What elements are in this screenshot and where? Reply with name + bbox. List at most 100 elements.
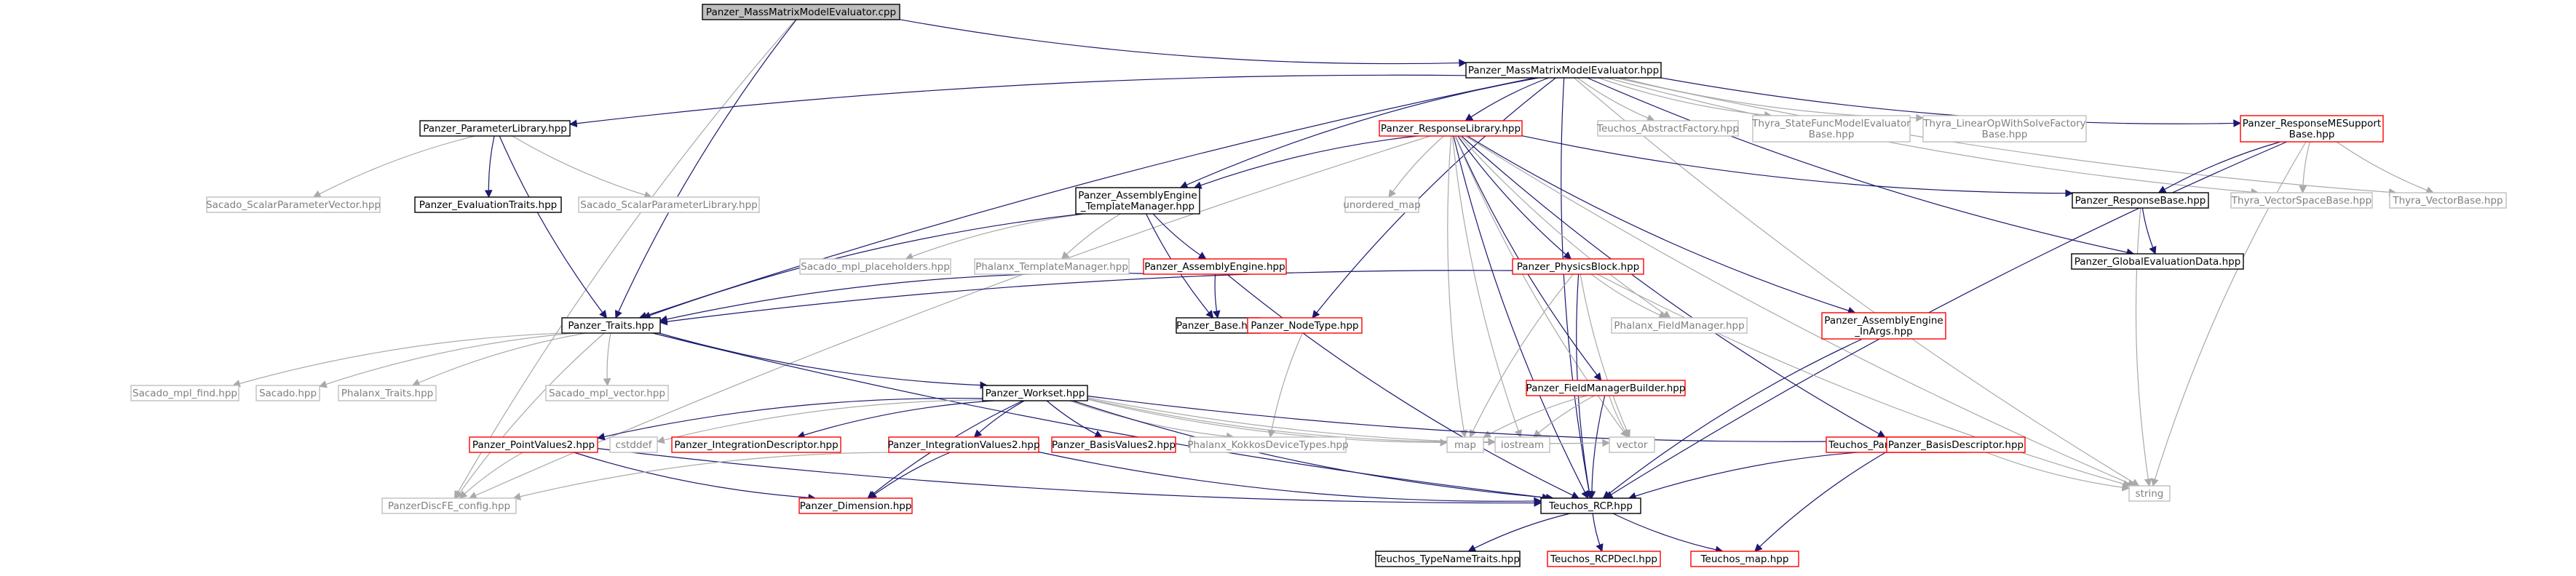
node-label-sacsvec: Sacado_ScalarParameterVector.hpp [206, 199, 381, 211]
edge-pv2-to-dim [574, 452, 817, 502]
node-basisdesc[interactable]: Panzer_BasisDescriptor.hpp [1886, 436, 2026, 453]
dependency-edges [232, 19, 2435, 554]
edge-resplib-to-rcp [1453, 135, 1589, 499]
node-sacslib: Sacado_ScalarParameterLibrary.hpp [578, 196, 760, 213]
node-bv2[interactable]: Panzer_BasisValues2.hpp [1051, 436, 1176, 453]
node-pb[interactable]: Panzer_PhysicsBlock.hpp [1512, 258, 1644, 275]
node-label-phtm: Phalanx_TemplateManager.hpp [975, 261, 1128, 273]
edge-pv2-to-discfe [459, 452, 523, 499]
node-base[interactable]: Panzer_Base.hpp [1176, 317, 1261, 334]
node-dim[interactable]: Panzer_Dimension.hpp [798, 497, 913, 514]
node-aeinargs[interactable]: Panzer_AssemblyEngine_InArgs.hpp [1821, 312, 1946, 340]
node-rcp[interactable]: Teuchos_RCP.hpp [1540, 497, 1641, 514]
node-box-thyralinop [1922, 115, 2087, 143]
node-pv2[interactable]: Panzer_PointValues2.hpp [469, 436, 598, 453]
node-evaltraits[interactable]: Panzer_EvaluationTraits.hpp [414, 196, 562, 213]
node-label-bv2: Panzer_BasisValues2.hpp [1052, 439, 1176, 451]
node-globeval[interactable]: Panzer_GlobalEvaluationData.hpp [2071, 253, 2244, 270]
node-box-iv2 [888, 436, 1039, 453]
node-box-string [2128, 485, 2171, 502]
edge-mmme-to-respme [1660, 77, 2242, 127]
edge-iv2-to-discfe [512, 452, 900, 500]
edge-mmme-to-thyravsb [1606, 77, 2259, 196]
node-nodetype[interactable]: Panzer_NodeType.hpp [1247, 317, 1363, 334]
node-label-sacado: Sacado.hpp [259, 388, 317, 399]
node-label-aetm: Panzer_AssemblyEngine [1078, 190, 1197, 201]
edge-workset-to-iostream [1087, 398, 1497, 447]
node-label-phfm: Phalanx_FieldManager.hpp [1614, 320, 1744, 332]
node-phtm: Phalanx_TemplateManager.hpp [974, 258, 1130, 275]
edge-mmme-to-thyrastate [1598, 77, 1772, 119]
node-box-absfact [1597, 120, 1739, 137]
edge-resplib-to-aeinargs [1467, 135, 1856, 315]
edge-traits-to-phtraits [411, 332, 586, 387]
edge-respme-to-string [2151, 141, 2307, 487]
node-label-thyravsb: Thyra_VectorSpaceBase.hpp [2231, 195, 2371, 207]
node-resplib[interactable]: Panzer_ResponseLibrary.hpp [1379, 120, 1523, 137]
node-aetm[interactable]: Panzer_AssemblyEngine_TemplateManager.hp… [1075, 187, 1200, 215]
node-vector: vector [1609, 436, 1655, 453]
edge-pv2-to-rcp [597, 448, 1542, 507]
node-box-umap [1344, 196, 1419, 213]
node-label-base: Panzer_Base.hpp [1176, 320, 1260, 332]
node-respbase[interactable]: Panzer_ResponseBase.hpp [2072, 192, 2209, 209]
edge-resplib-to-phfm [1459, 135, 1671, 319]
node-box-thyravb [2389, 192, 2507, 209]
edge-iv2-to-dim [868, 452, 951, 499]
node-traits[interactable]: Panzer_Traits.hpp [561, 317, 661, 334]
edge-root-to-discfe [453, 19, 796, 499]
node-paramlib[interactable]: Panzer_ParameterLibrary.hpp [419, 120, 571, 137]
dependency-nodes: Panzer_MassMatrixModelEvaluator.cppPanze… [130, 4, 2507, 567]
edge-mmme-to-absfact [1577, 77, 1655, 122]
node-label-aeinargs: _InArgs.hpp [1854, 326, 1912, 337]
node-label-sacslib: Sacado_ScalarParameterLibrary.hpp [580, 199, 757, 211]
node-workset[interactable]: Panzer_Workset.hpp [982, 385, 1088, 401]
node-label-thyravb: Thyra_VectorBase.hpp [2392, 195, 2502, 207]
edge-traits-to-mplvec [603, 332, 611, 387]
node-iv2[interactable]: Panzer_IntegrationValues2.hpp [887, 436, 1040, 453]
node-intdesc[interactable]: Panzer_IntegrationDescriptor.hpp [671, 436, 841, 453]
node-tmap[interactable]: Teuchos_map.hpp [1690, 551, 1799, 567]
edge-workset-to-map [1087, 399, 1448, 447]
node-label-pv2: Panzer_PointValues2.hpp [472, 439, 595, 451]
node-box-evaltraits [414, 196, 562, 213]
edge-pb-to-traits [659, 270, 1513, 326]
edge-rcp-to-rcpdecl [1592, 513, 1604, 553]
node-label-rcp: Teuchos_RCP.hpp [1548, 500, 1633, 512]
node-box-sacsvec [206, 196, 381, 213]
node-box-kokkos [1189, 436, 1347, 453]
node-box-rcp [1540, 497, 1641, 514]
edge-nodetype-to-kokkos [1267, 332, 1303, 439]
edge-fmb-to-vector [1609, 395, 1629, 438]
node-mmme[interactable]: Panzer_MassMatrixModelEvaluator.hpp [1465, 62, 1662, 79]
node-umap: unordered_map [1343, 196, 1421, 213]
node-box-ae [1143, 258, 1287, 275]
node-box-respbase [2072, 192, 2209, 209]
node-ae[interactable]: Panzer_AssemblyEngine.hpp [1143, 258, 1287, 275]
node-fmb[interactable]: Panzer_FieldManagerBuilder.hpp [1526, 380, 1686, 396]
edge-resplib-to-iostream [1451, 135, 1522, 439]
node-label-fmb: Panzer_FieldManagerBuilder.hpp [1526, 383, 1686, 394]
node-box-globeval [2071, 253, 2244, 270]
node-rcpdecl[interactable]: Teuchos_RCPDecl.hpp [1547, 551, 1661, 567]
node-label-pb: Panzer_PhysicsBlock.hpp [1517, 261, 1639, 273]
node-tnt[interactable]: Teuchos_TypeNameTraits.hpp [1375, 551, 1521, 567]
node-box-phtraits [338, 385, 437, 401]
edge-paramlib-to-sacslib [512, 135, 653, 199]
edge-mmme-to-paramlib [568, 74, 1467, 128]
node-label-workset: Panzer_Workset.hpp [986, 388, 1085, 399]
node-label-resplib: Panzer_ResponseLibrary.hpp [1381, 123, 1521, 135]
node-label-dim: Panzer_Dimension.hpp [800, 500, 912, 512]
edge-resplib-to-respbase [1521, 135, 2074, 198]
node-label-respbase: Panzer_ResponseBase.hpp [2075, 195, 2206, 207]
edge-pb-to-map [1469, 273, 1574, 438]
node-label-kokkos: Phalanx_KokkosDeviceTypes.hpp [1187, 439, 1348, 451]
node-box-tmap [1690, 551, 1799, 567]
node-mplph: Sacado_mpl_placeholders.hpp [799, 258, 951, 275]
node-box-resplib [1379, 120, 1523, 137]
node-label-respme: Base.hpp [2289, 129, 2335, 140]
edge-resplib-to-vector [1454, 135, 1628, 438]
node-root[interactable]: Panzer_MassMatrixModelEvaluator.cpp [702, 4, 900, 20]
